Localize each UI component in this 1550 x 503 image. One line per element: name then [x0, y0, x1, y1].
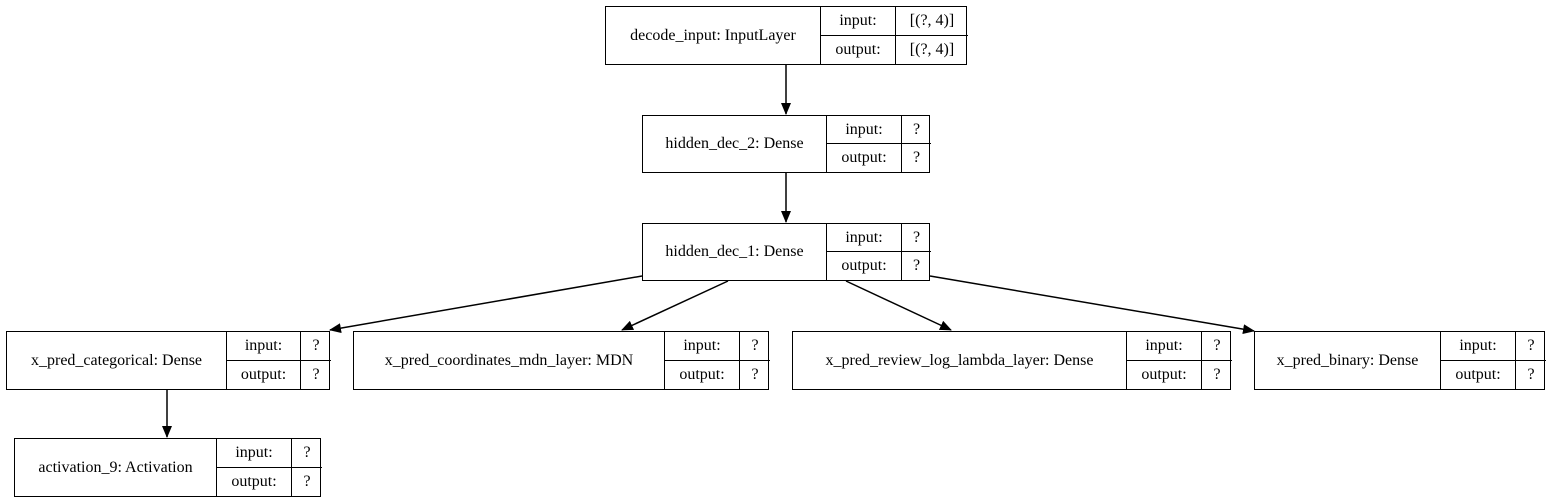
layer-name: hidden_dec_1: Dense — [643, 224, 827, 280]
edge-hidden-dec-1-to-x-pred-binary — [929, 275, 1255, 335]
input-label: input: — [827, 224, 902, 252]
input-shape: ? — [740, 332, 770, 361]
edge-hidden-dec-1-to-x-pred-coordinates-mdn-layer — [621, 280, 729, 331]
output-shape: [(?, 4)] — [909, 40, 955, 58]
input-label: input: — [821, 7, 896, 36]
output-label: output: — [1441, 360, 1516, 389]
input-shape: ? — [902, 116, 931, 144]
input-label: input: — [827, 116, 902, 144]
output-shape: ? — [303, 472, 311, 490]
output-label: output: — [227, 360, 301, 389]
layer-name: hidden_dec_2: Dense — [643, 116, 827, 172]
input-shape: ? — [1516, 332, 1546, 361]
input-shape: ? — [301, 332, 331, 361]
output-shape: ? — [751, 365, 759, 383]
edge-hidden-dec-1-to-x-pred-categorical — [329, 275, 643, 334]
input-label: input: — [1127, 332, 1202, 361]
input-label: input: — [217, 439, 292, 468]
output-label: output: — [217, 467, 292, 496]
output-label: output: — [821, 35, 896, 64]
layer-name: x_pred_binary: Dense — [1255, 332, 1441, 389]
output-shape: ? — [1527, 365, 1535, 383]
input-label: input: — [227, 332, 301, 361]
output-shape: ? — [912, 257, 921, 274]
layer-name: x_pred_review_log_lambda_layer: Dense — [793, 332, 1127, 389]
layer-name: x_pred_categorical: Dense — [7, 332, 227, 389]
layer-name: decode_input: InputLayer — [606, 7, 821, 64]
output-shape: ? — [912, 149, 921, 166]
output-label: output: — [1127, 360, 1202, 389]
input-shape: ? — [292, 439, 322, 468]
output-shape: ? — [312, 365, 320, 383]
input-shape: ? — [1202, 332, 1232, 361]
input-shape: ? — [902, 224, 931, 252]
layer-name: x_pred_coordinates_mdn_layer: MDN — [354, 332, 665, 389]
input-label: input: — [1441, 332, 1516, 361]
edge-hidden-dec-1-to-x-pred-review-log-lambda-layer — [845, 280, 952, 331]
output-label: output: — [827, 252, 902, 280]
output-label: output: — [665, 360, 740, 389]
input-label: input: — [665, 332, 740, 361]
input-shape: [(?, 4)] — [896, 7, 968, 36]
output-shape: ? — [1213, 365, 1221, 383]
layer-name: activation_9: Activation — [15, 439, 217, 496]
output-label: output: — [827, 144, 902, 172]
